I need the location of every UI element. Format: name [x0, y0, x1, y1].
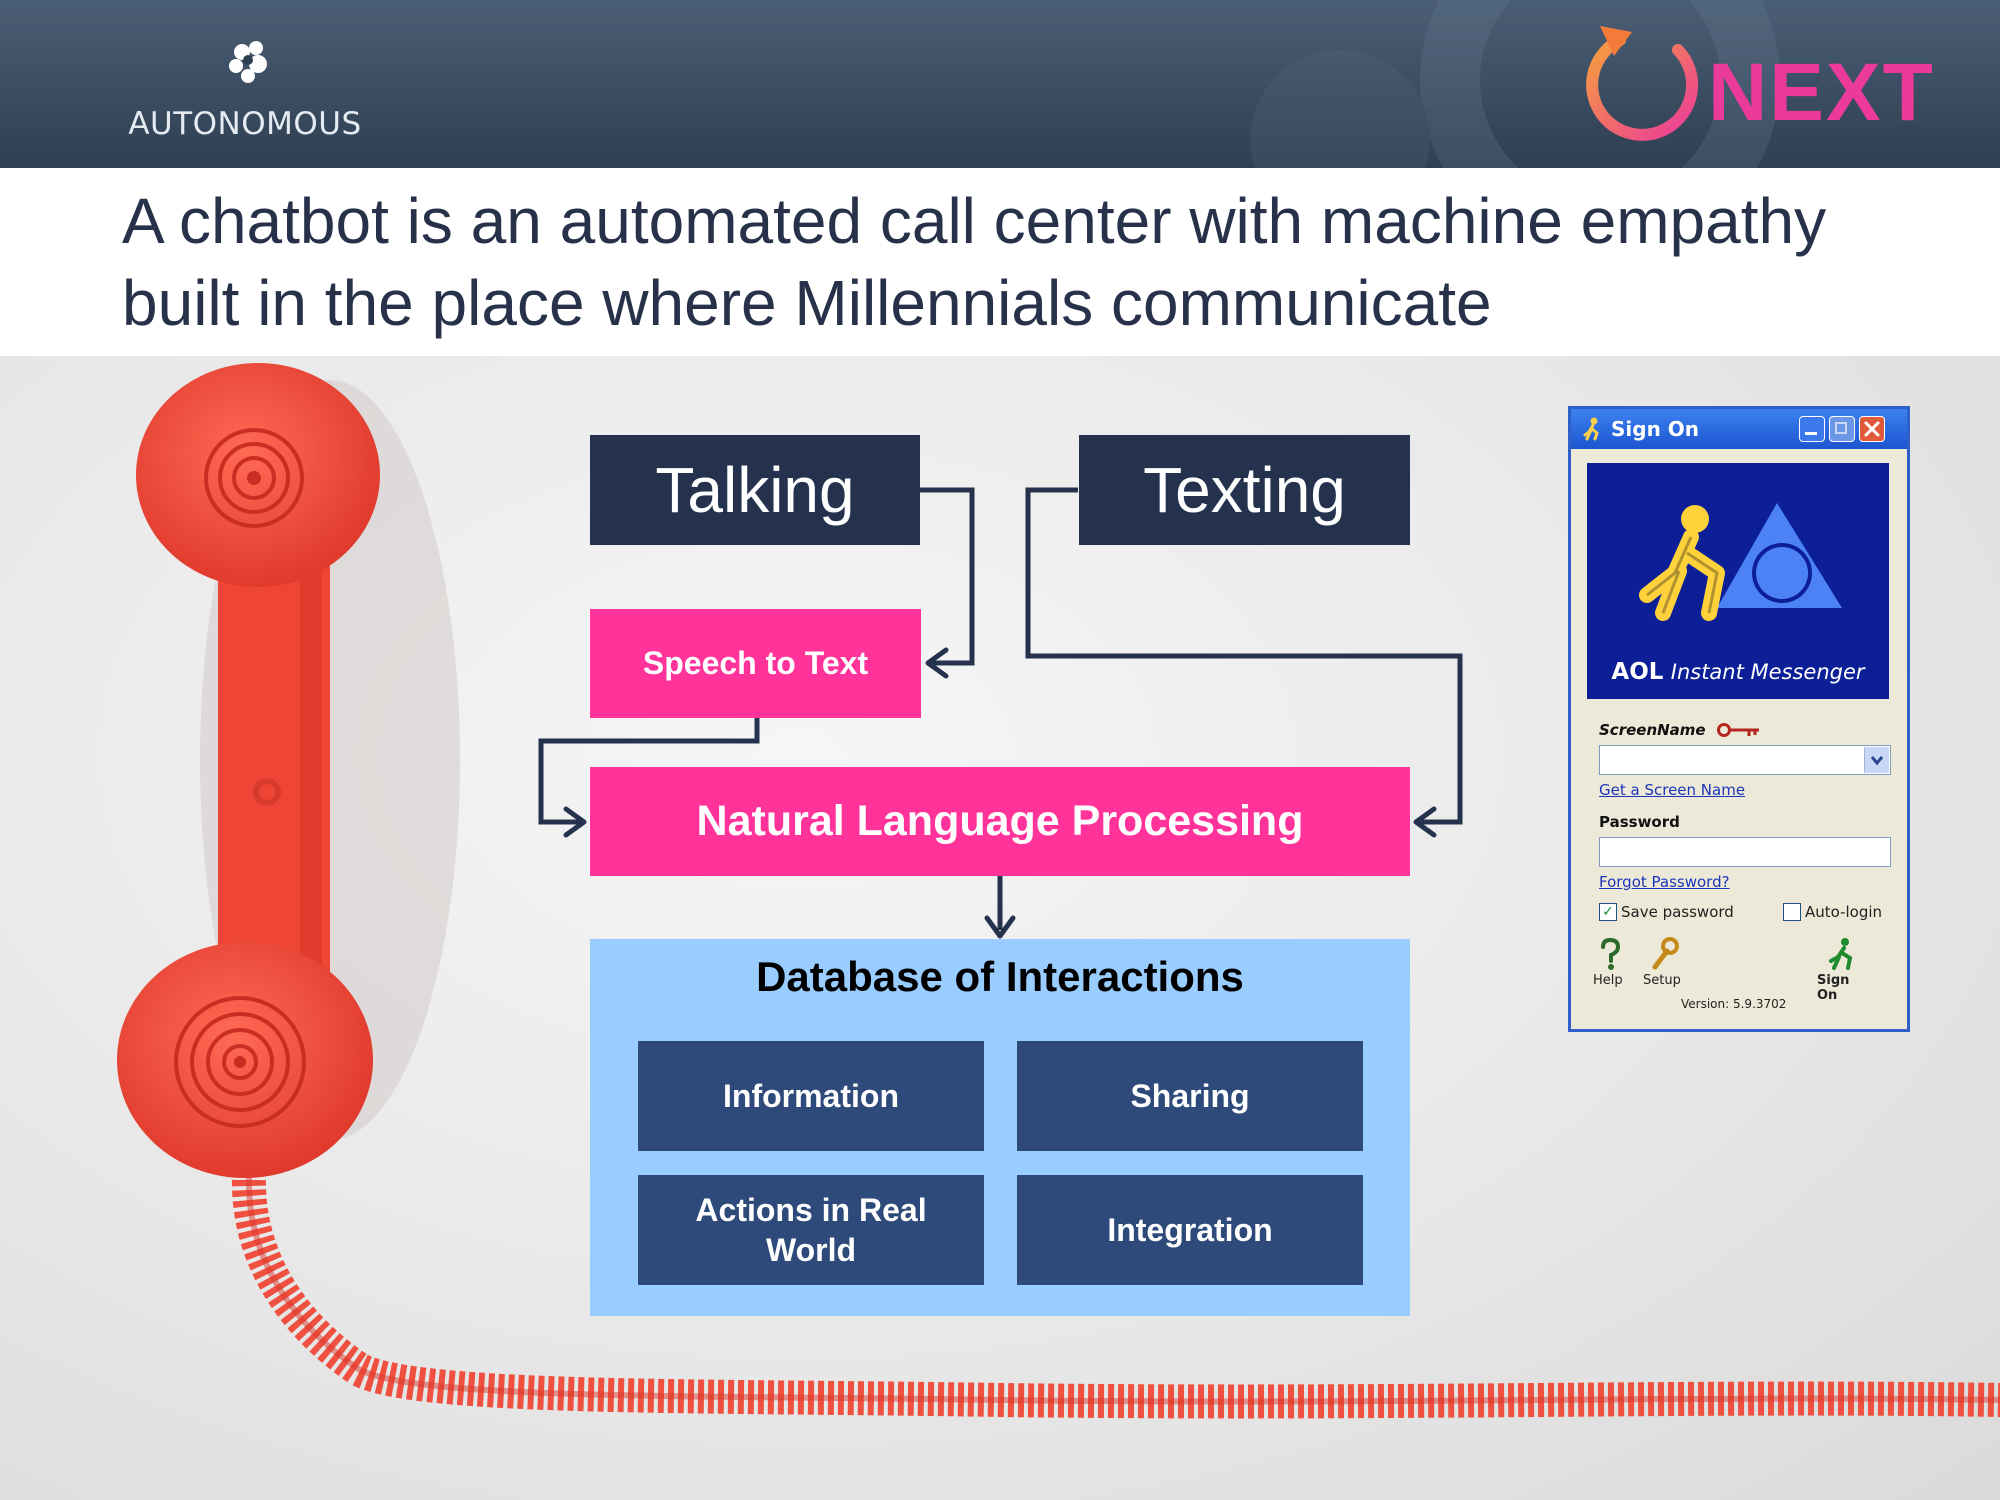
minimize-icon [1805, 432, 1817, 435]
texting-box: Texting [1079, 435, 1410, 545]
get-screen-name-link[interactable]: Get a Screen Name [1599, 781, 1746, 799]
maximize-button[interactable] [1829, 416, 1855, 442]
aim-sign-on-window: Sign On AOL Instant Messenger ScreenName [1568, 406, 1910, 1032]
talking-box: Talking [590, 435, 920, 545]
autonomous-logo: AUTONOMOUS [120, 30, 370, 150]
actions-in-real-world-tile: Actions in Real World [638, 1175, 984, 1285]
talking-label: Talking [655, 454, 855, 526]
database-title: Database of Interactions [756, 953, 1244, 1000]
auto-login-checkbox[interactable] [1783, 903, 1801, 921]
password-label: Password [1599, 813, 1680, 831]
sharing-label: Sharing [1130, 1078, 1250, 1114]
setup-label: Setup [1643, 973, 1681, 988]
wrench-icon [1652, 937, 1679, 970]
title-band: A chatbot is an automated call center wi… [0, 168, 2000, 356]
autonomous-dots-icon [229, 41, 267, 83]
aim-brand-italic: Instant Messenger [1670, 660, 1865, 684]
texting-label: Texting [1143, 454, 1346, 526]
header-decoration [1250, 0, 1780, 168]
help-label: Help [1593, 973, 1623, 988]
integration-label: Integration [1107, 1212, 1273, 1248]
dropdown-button[interactable] [1864, 747, 1889, 773]
information-tile: Information [638, 1041, 984, 1151]
information-label: Information [723, 1078, 899, 1114]
sign-on-label: Sign On [1817, 973, 1850, 1003]
aim-brand-bold: AOL [1611, 659, 1664, 685]
sign-on-button[interactable]: Sign On [1809, 937, 1873, 1003]
aim-title-bar: Sign On [1571, 409, 1907, 449]
chevron-down-icon [1870, 756, 1884, 766]
forgot-password-link[interactable]: Forgot Password? [1599, 873, 1730, 891]
minimize-button[interactable] [1799, 416, 1825, 442]
red-telephone-handset [117, 363, 2000, 1419]
slide-title: A chatbot is an automated call center wi… [122, 185, 1827, 339]
close-icon [1864, 421, 1880, 437]
help-button[interactable]: Help [1591, 937, 1631, 991]
header-bar: AUTONOMOUS NEXT [0, 0, 2000, 168]
integration-tile: Integration [1017, 1175, 1363, 1285]
aim-brand-text: AOL Instant Messenger [1587, 659, 1889, 685]
nlp-label: Natural Language Processing [696, 797, 1304, 845]
sign-on-running-man-icon [1829, 938, 1853, 970]
password-field[interactable] [1599, 837, 1891, 867]
maximize-icon [1835, 422, 1847, 434]
next-wordmark: NEXT [1708, 47, 1935, 138]
setup-button[interactable]: Setup [1641, 937, 1687, 991]
aim-running-man-small-icon [1583, 417, 1599, 441]
help-icon [1601, 937, 1621, 970]
screen-name-label: ScreenName [1599, 721, 1706, 739]
sharing-tile: Sharing [1017, 1041, 1363, 1151]
refresh-circle-icon [1586, 26, 1699, 141]
close-button[interactable] [1859, 416, 1885, 442]
save-password-checkbox[interactable]: ✓ [1599, 903, 1617, 921]
version-text: Version: 5.9.3702 [1681, 997, 1787, 1011]
save-password-label: Save password [1621, 903, 1734, 921]
aim-running-man-logo-icon [1639, 503, 1842, 621]
aim-logo-panel: AOL Instant Messenger [1587, 463, 1889, 699]
speech-to-text-box: Speech to Text [590, 609, 921, 718]
speech-to-text-label: Speech to Text [642, 645, 869, 681]
key-icon [1717, 723, 1759, 737]
next-logo: NEXT [1570, 10, 1933, 150]
actions-in-real-world-label: Actions in Real World [695, 1192, 927, 1268]
auto-login-label: Auto-login [1805, 903, 1883, 921]
nlp-box: Natural Language Processing [590, 767, 1410, 876]
autonomous-wordmark: AUTONOMOUS [128, 106, 362, 142]
screen-name-combobox[interactable] [1599, 745, 1891, 775]
aim-window-title: Sign On [1611, 417, 1700, 441]
